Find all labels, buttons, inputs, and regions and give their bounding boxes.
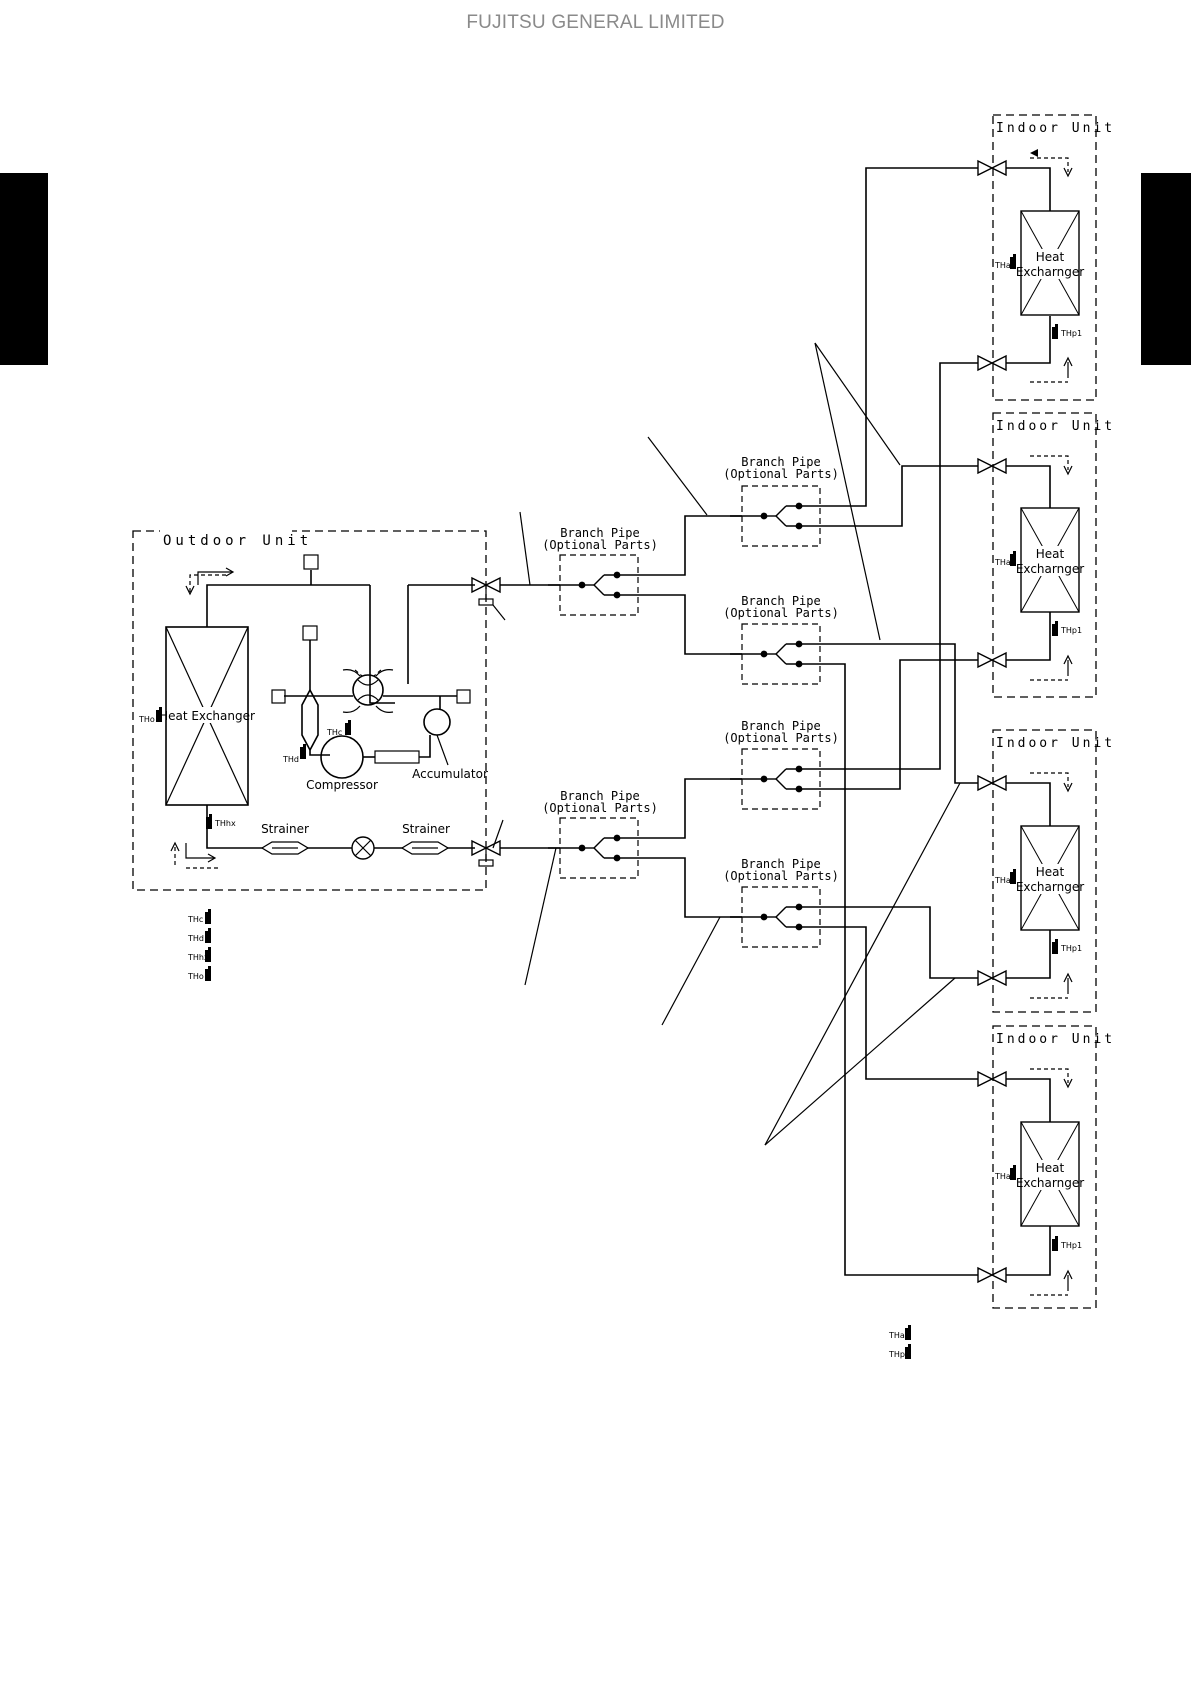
indoor-4-hx-2: Excharnger [1016,1176,1084,1190]
expansion-valve [351,836,375,860]
indoor-unit-3: Indoor Unit Heat Excharnger THa THp1 [977,729,1115,1013]
branch-pipe-6-sub: (Optional Parts) [723,869,839,883]
indoor-unit-2-title: Indoor Unit [996,419,1115,434]
outdoor-unit-title: Outdoor Unit [163,533,312,549]
branch-pipe-5-title: Branch Pipe [741,719,820,733]
indoor-unit-3-title: Indoor Unit [996,736,1115,751]
branch-pipe-1-title: Branch Pipe [560,526,639,540]
indoor-unit-4: Indoor Unit Heat Excharnger THa THp1 [977,1025,1115,1309]
indoor-4-tha: THa [994,1172,1011,1181]
legend-thhx: THhx [187,953,209,962]
four-way-valve [342,669,394,713]
side-tab-right [1141,173,1191,365]
page-header: FUJITSU GENERAL LIMITED [466,12,725,33]
legend-thc: THc [187,915,203,924]
indoor-1-thp1: THp1 [1060,329,1082,338]
pressure-sensor-box-1 [303,554,319,570]
branch-pipe-5-sub: (Optional Parts) [723,731,839,745]
strainer-right-label: Strainer [402,822,450,836]
branch-pipe-3-sub: (Optional Parts) [723,467,839,481]
accumulator: Accumulator [412,708,488,781]
capillary-tube [374,750,420,764]
legend-tho: THo [187,972,204,981]
pipe-routing [832,167,978,1276]
indoor-unit-1-title: Indoor Unit [996,121,1115,136]
pressure-sensor-box-4 [456,689,471,704]
branch-pipe-3-title: Branch Pipe [741,455,820,469]
strainer-left-label: Strainer [261,822,309,836]
indoor-4-thp1: THp1 [1060,1241,1082,1250]
branch-pipe-1-sub: (Optional Parts) [542,538,658,552]
legend-thp1: THp1 [888,1350,910,1359]
sensor-tho-label: THo [138,715,155,724]
indoor-unit-2: Indoor Unit Heat Excharnger THa THp1 [977,412,1115,698]
pressure-sensor-box-3 [271,689,286,704]
strainer-right: Strainer [400,822,450,855]
compressor: Compressor [306,735,378,792]
sensor-thd-label: THd [282,755,299,764]
indoor-3-hx-2: Excharnger [1016,880,1084,894]
indoor-3-hx-1: Heat [1036,865,1065,879]
leader-lines [519,342,961,1146]
branch-pipe-4-title: Branch Pipe [741,594,820,608]
indoor-unit-1: Indoor Unit Heat Excharnger THa THp1 [977,114,1115,401]
indoor-3-thp1: THp1 [1060,944,1082,953]
indoor-unit-4-title: Indoor Unit [996,1032,1115,1047]
branch-pipe-2-sub: (Optional Parts) [542,801,658,815]
legend-thd: THd [187,934,204,943]
accumulator-label: Accumulator [412,767,488,781]
indoor-2-thp1: THp1 [1060,626,1082,635]
strainer-left: Strainer [260,822,310,855]
branch-pipes: Branch Pipe (Optional Parts) Branch Pipe… [542,455,839,948]
indoor-2-tha: THa [994,558,1011,567]
legend-tha: THa [888,1331,905,1340]
outdoor-hx-label: Heat Exchanger [159,709,255,723]
outdoor-sensor-legend: THc THd THhx THo [187,909,211,981]
indoor-2-hx-2: Excharnger [1016,562,1084,576]
branch-pipe-6-title: Branch Pipe [741,857,820,871]
branch-pipe-4-sub: (Optional Parts) [723,606,839,620]
compressor-label: Compressor [306,778,378,792]
indoor-4-hx-1: Heat [1036,1161,1065,1175]
indoor-1-tha: THa [994,261,1011,270]
indoor-1-hx-1: Heat [1036,250,1065,264]
indoor-2-hx-1: Heat [1036,547,1065,561]
outdoor-unit: Outdoor Unit Heat Exchanger THo THhx [132,524,560,891]
indoor-3-tha: THa [994,876,1011,885]
outdoor-heat-exchanger: Heat Exchanger [159,626,255,806]
indoor-1-hx-2: Excharnger [1016,265,1084,279]
branch-pipe-2-title: Branch Pipe [560,789,639,803]
sensor-thc-label: THc [326,728,342,737]
pressure-sensor-box-2 [302,625,318,641]
sensor-thhx-label: THhx [214,819,236,828]
side-tab-left [0,173,48,365]
indoor-sensor-legend: THa THp1 [888,1325,911,1359]
